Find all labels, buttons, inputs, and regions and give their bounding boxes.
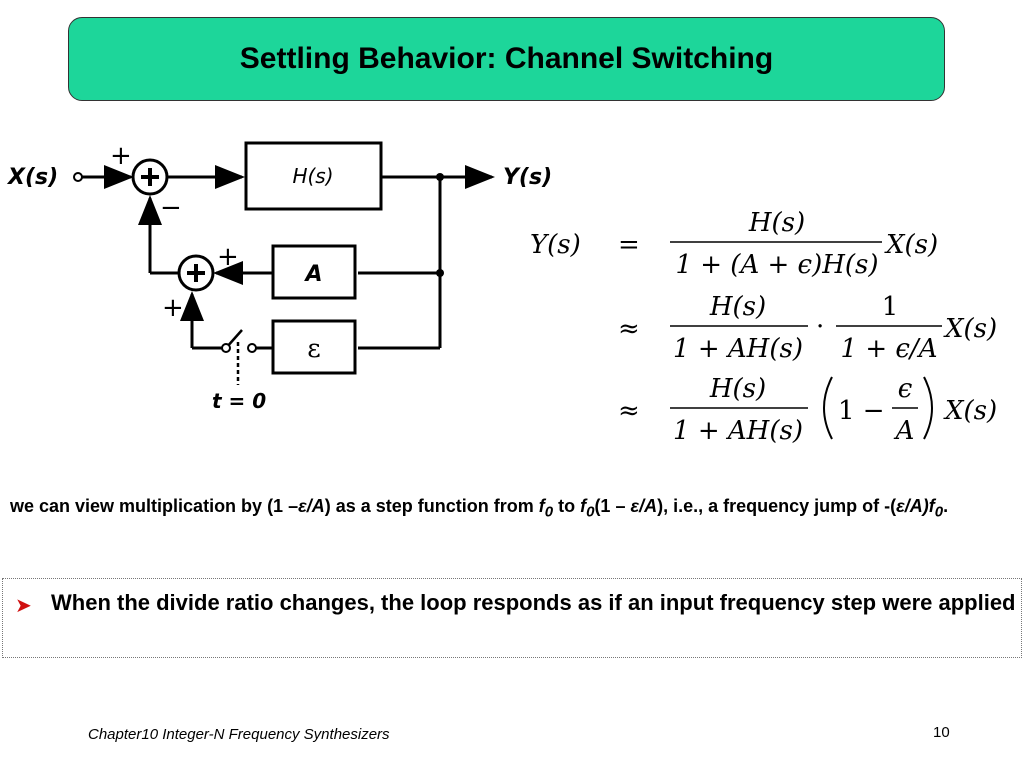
sign-plus-3: + — [162, 293, 184, 323]
eq2-dot: · — [816, 312, 824, 342]
eq2-den2: 1 + ϵ/A — [841, 334, 938, 364]
input-label: X(s) — [6, 165, 58, 190]
explanation-note: we can view multiplication by (1 –ε/A) a… — [10, 496, 949, 521]
block-a-label: A — [303, 262, 322, 287]
bullet-box: ➤ When the divide ratio changes, the loo… — [2, 578, 1022, 658]
eq3-one: 1 − — [838, 396, 885, 426]
eq-equal: = — [618, 230, 640, 260]
eq-lhs: Y(s) — [530, 230, 581, 260]
equations: Y(s) = H(s) 1 + (A + ϵ)H(s) X(s) ≈ H(s) … — [530, 208, 997, 446]
eq3-tail: X(s) — [943, 396, 997, 426]
eq1-num: H(s) — [748, 208, 805, 238]
block-h-label: H(s) — [292, 164, 333, 188]
eq3-eps: ϵ — [898, 374, 913, 404]
eq2-num: H(s) — [709, 292, 766, 322]
block-eps-label: ε — [307, 334, 320, 364]
sign-minus-1: − — [160, 193, 182, 223]
title-banner: Settling Behavior: Channel Switching — [68, 17, 945, 101]
eq2-num2: 1 — [882, 292, 899, 322]
footer-chapter: Chapter10 Integer-N Frequency Synthesize… — [88, 726, 390, 743]
output-label: Y(s) — [503, 165, 552, 190]
sign-plus-2: + — [217, 242, 239, 272]
arrow-bullet-icon: ➤ — [15, 595, 32, 617]
eq3-a: A — [894, 416, 915, 446]
eq3-num: H(s) — [709, 374, 766, 404]
eq1-den: 1 + (A + ϵ)H(s) — [675, 250, 878, 280]
slide-title: Settling Behavior: Channel Switching — [239, 42, 774, 75]
eq3-den: 1 + AH(s) — [673, 416, 803, 446]
page-number: 10 — [933, 724, 950, 741]
eq2-tail: X(s) — [943, 314, 997, 344]
block-diagram: X(s) Y(s) H(s) A ε t = 0 + − + + — [6, 141, 552, 413]
eq3-approx: ≈ — [618, 396, 640, 426]
eq2-den: 1 + AH(s) — [673, 334, 803, 364]
eq1-tail: X(s) — [884, 230, 938, 260]
bullet-text: When the divide ratio changes, the loop … — [51, 590, 1016, 615]
switch-time-label: t = 0 — [212, 389, 266, 413]
eq2-approx: ≈ — [618, 314, 640, 344]
sign-plus-1: + — [110, 141, 132, 171]
